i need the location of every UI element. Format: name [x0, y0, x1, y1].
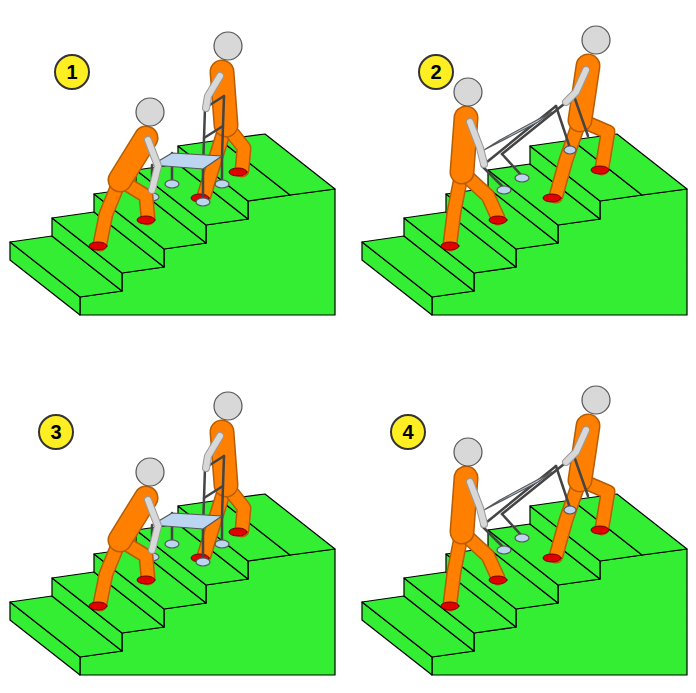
carrying-scene — [89, 32, 247, 250]
panel — [362, 386, 687, 675]
staircase — [362, 134, 687, 315]
carrying-scene — [441, 386, 610, 610]
panel — [362, 26, 687, 315]
callout-circle: 3 — [38, 414, 74, 450]
callout-circle: 2 — [418, 54, 454, 90]
callout-number: 4 — [402, 422, 413, 442]
callout-circle: 1 — [54, 54, 90, 90]
carrying-scene — [441, 26, 610, 250]
callout-number: 3 — [50, 422, 61, 442]
staircase — [362, 494, 687, 675]
panel — [10, 32, 335, 315]
panel — [10, 392, 335, 675]
callout-circle: 4 — [390, 414, 426, 450]
callout-number: 2 — [430, 62, 441, 82]
carrying-scene — [89, 392, 247, 610]
callout-number: 1 — [66, 62, 77, 82]
